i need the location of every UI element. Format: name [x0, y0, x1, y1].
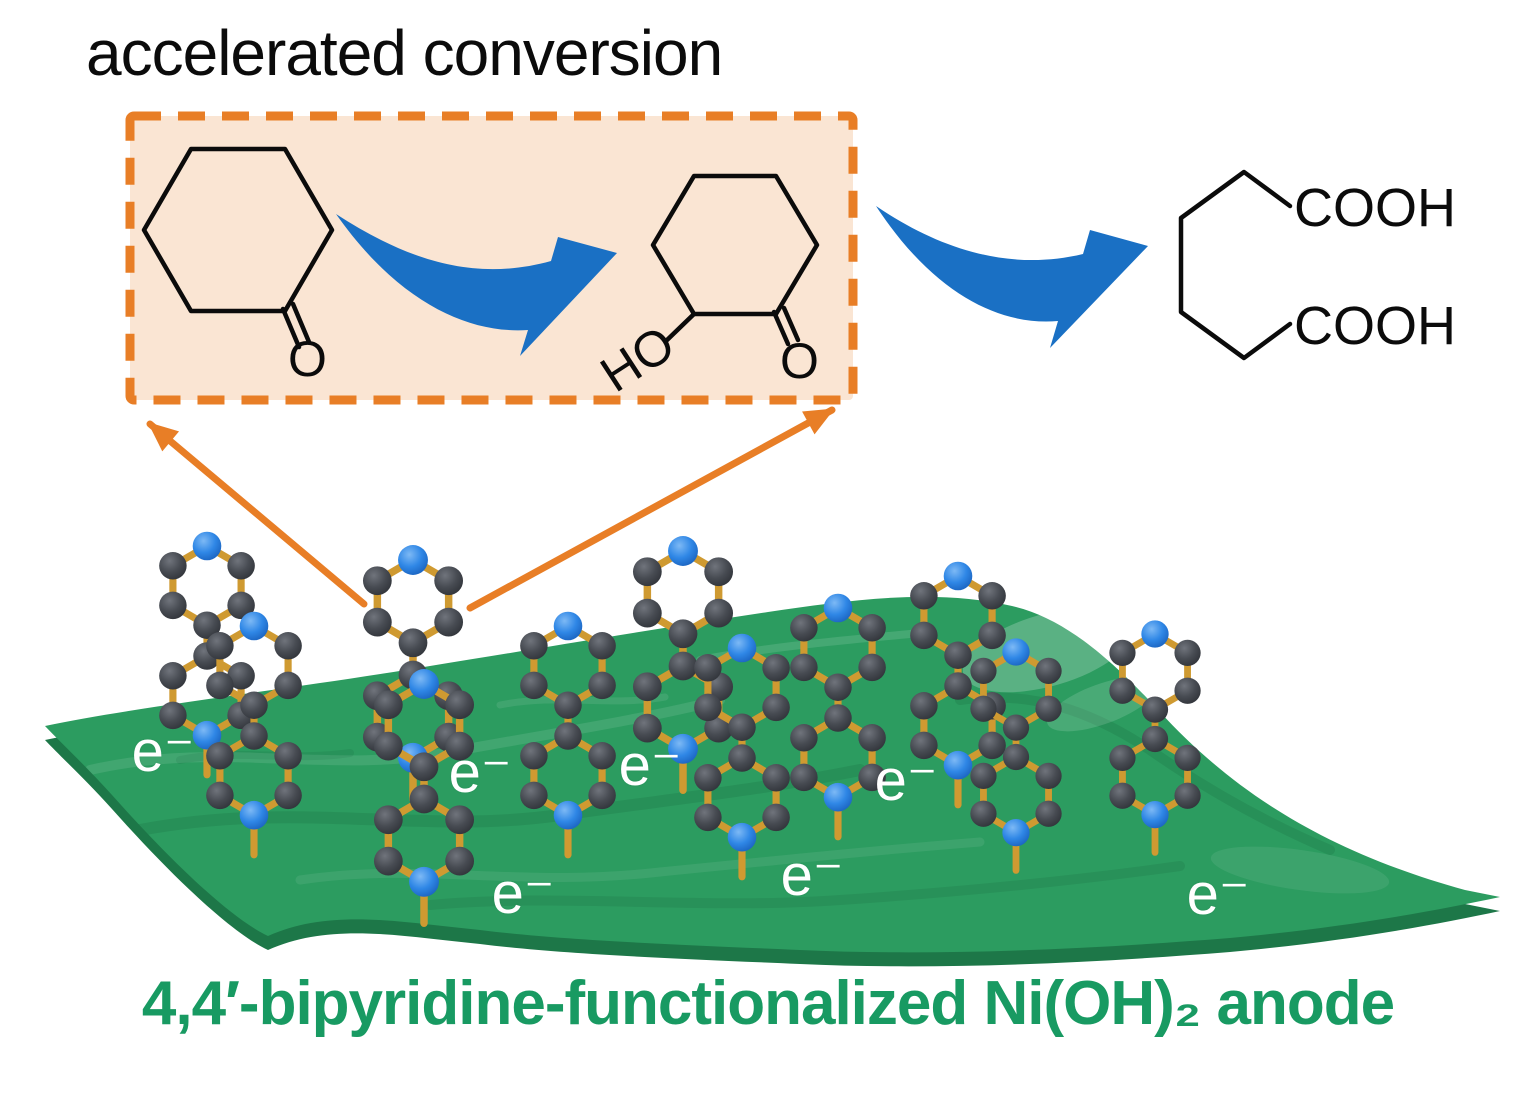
conversion-arrow-1 — [336, 214, 617, 356]
adipic-acid-structure — [1178, 169, 1293, 361]
orange-arrow-left — [146, 420, 368, 608]
cooh-label-top: COOH — [1294, 178, 1456, 238]
hydroxycyclohexanone-structure — [650, 173, 820, 347]
electron-label: e⁻ — [1186, 862, 1250, 927]
anode-caption: 4,4′-bipyridine-functionalized Ni(OH)₂ a… — [141, 969, 1395, 1038]
conversion-arrow-2 — [876, 206, 1148, 348]
electron-label: e⁻ — [618, 733, 682, 798]
cooh-label-bottom: COOH — [1294, 296, 1456, 356]
electron-label: e⁻ — [491, 861, 555, 926]
carbonyl-o-label-left: O — [288, 331, 327, 387]
electron-label: e⁻ — [131, 719, 195, 784]
electron-label: e⁻ — [448, 740, 512, 805]
reaction-box — [125, 111, 858, 405]
electron-label: e⁻ — [874, 748, 938, 813]
figure-title: accelerated conversion — [86, 17, 723, 89]
orange-arrow-right — [466, 406, 836, 612]
electron-label: e⁻ — [780, 843, 844, 908]
carbonyl-o-label-right: O — [780, 333, 819, 389]
cyclohexanone-structure — [141, 146, 335, 350]
